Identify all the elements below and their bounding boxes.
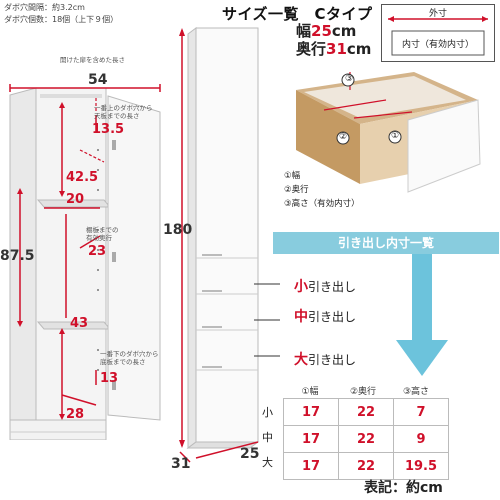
width-spec: 幅25cm (296, 20, 356, 41)
table-row: 17 22 19.5 (283, 452, 449, 480)
key-inner-label: 内寸（有効内寸） (401, 40, 474, 50)
row-label-large: 大 (262, 456, 273, 469)
drawer-box-diagram (296, 72, 481, 193)
dim-13: 13 (100, 371, 119, 386)
dim-28: 28 (66, 407, 85, 422)
depth-value: 31 (326, 40, 347, 58)
row-label-medium: 中 (262, 431, 273, 444)
dim-87-5: 87.5 (0, 248, 35, 264)
drawer-medium-suffix: 引き出し (308, 310, 357, 324)
table-cell: 17 (283, 452, 339, 480)
top-dowel-callout-1: 一番上のダボ穴から (94, 104, 153, 112)
drawer-label-medium: 中引き出し (294, 306, 356, 326)
legend-width: ①幅 (284, 171, 301, 181)
table-cell: 19.5 (393, 452, 449, 480)
bottom-dowel-callout-2: 底板までの長さ (100, 358, 146, 366)
drawer-label-small: 小引き出し (294, 276, 356, 296)
key-arrows (388, 16, 488, 56)
width-unit: cm (331, 22, 357, 40)
table-header-height: ③高さ (402, 387, 430, 397)
dowel-spacing-note: ダボ穴間隔：約3.2cm (4, 3, 85, 12)
drawer-large-suffix: 引き出し (308, 353, 357, 367)
marker-depth: ② (339, 132, 348, 142)
drawer-label-large: 大引き出し (294, 349, 356, 369)
width-label: 幅 (296, 22, 312, 40)
dim-20: 20 (66, 192, 85, 207)
depth-label: 奥行 (296, 40, 327, 58)
door-open-callout: 開けた扉を含めた長さ (60, 56, 125, 64)
legend-depth: ②奥行 (284, 185, 309, 195)
table-header-depth: ②奥行 (349, 387, 377, 397)
down-arrow-icon (396, 254, 448, 376)
dim-23: 23 (88, 244, 107, 259)
dim-25: 25 (240, 446, 260, 462)
dim-180: 180 (163, 222, 193, 238)
drawer-inner-size-banner: 引き出し内寸一覧 (273, 232, 499, 254)
unit-notation: 表記：約cm (364, 480, 443, 496)
marker-height: ③ (345, 74, 354, 84)
marker-width: ① (391, 131, 400, 141)
drawer-large-char: 大 (294, 352, 308, 368)
dowel-count-note: ダボ穴個数：18個（上下９個） (4, 15, 119, 24)
drawer-size-table: 17 22 7 17 22 9 17 22 19.5 (283, 398, 449, 480)
table-cell: 17 (283, 398, 339, 426)
width-value: 25 (311, 22, 332, 40)
table-row: 17 22 9 (283, 425, 449, 453)
table-cell: 17 (283, 425, 339, 453)
legend-height: ③高さ（有効内寸） (284, 199, 360, 209)
drawer-depth-callout-2: 有効奥行 (86, 234, 112, 242)
table-cell: 22 (338, 398, 394, 426)
dim-43: 43 (70, 316, 89, 331)
table-cell: 22 (338, 425, 394, 453)
dimension-key-box: 外寸 内寸（有効内寸） (381, 4, 495, 62)
dim-54: 54 (88, 72, 108, 88)
dim-13-5: 13.5 (92, 122, 125, 137)
drawer-small-char: 小 (294, 279, 308, 295)
open-cabinet-illustration (9, 84, 161, 440)
table-header-width: ①幅 (301, 387, 319, 397)
drawer-medium-char: 中 (294, 309, 308, 325)
depth-unit: cm (346, 40, 372, 58)
key-outer-label: 外寸 (428, 9, 447, 19)
row-label-small: 小 (262, 406, 273, 419)
dim-31: 31 (171, 456, 191, 472)
drawer-depth-callout-1: 棚板までの (86, 226, 119, 234)
closed-cabinet-illustration (179, 27, 280, 463)
table-cell: 9 (393, 425, 449, 453)
page-title: サイズ一覧 Cタイプ (222, 5, 373, 23)
bottom-dowel-callout-1: 一番下のダボ穴から (100, 350, 159, 358)
drawer-small-suffix: 引き出し (308, 280, 357, 294)
depth-spec: 奥行31cm (296, 38, 371, 59)
dim-42-5: 42.5 (66, 170, 99, 185)
table-cell: 7 (393, 398, 449, 426)
table-cell: 22 (338, 452, 394, 480)
top-dowel-callout-2: 天板までの長さ (94, 112, 140, 120)
table-row: 17 22 7 (283, 398, 449, 426)
